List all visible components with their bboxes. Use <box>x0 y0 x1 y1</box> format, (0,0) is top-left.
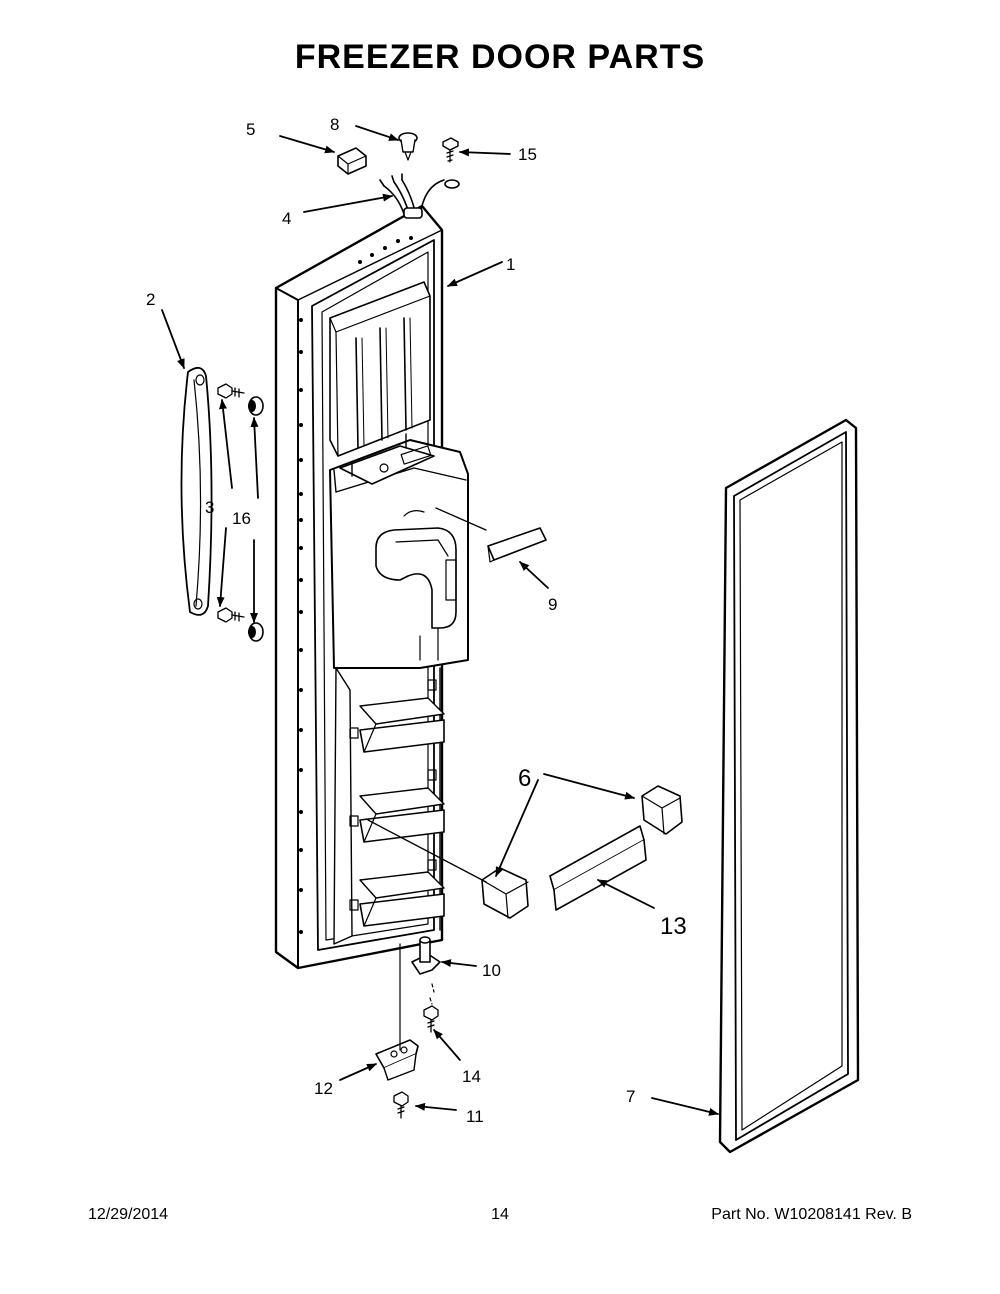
leader-lines <box>161 125 719 1116</box>
shelf-bar <box>549 825 647 911</box>
freezer-door-assembly <box>274 204 469 970</box>
lower-hinge-pin <box>411 936 441 1005</box>
callout-15: 15 <box>518 145 537 164</box>
callout-13: 13 <box>660 913 687 940</box>
callout-7: 7 <box>626 1087 635 1106</box>
door-gasket <box>718 418 860 1154</box>
callout-4: 4 <box>282 209 291 228</box>
wire-connector <box>337 147 367 175</box>
callout-3: 3 <box>205 498 214 517</box>
door-flange-screws <box>299 236 413 934</box>
callout-10: 10 <box>482 961 501 980</box>
screw-15 <box>442 137 459 163</box>
footer-date: 12/29/2014 <box>88 1206 169 1223</box>
wire-harness <box>379 173 460 219</box>
screw-11 <box>393 1091 409 1119</box>
callout-14: 14 <box>462 1067 481 1086</box>
callout-9: 9 <box>548 595 557 614</box>
handle-spacers <box>248 396 264 642</box>
door-handle <box>180 366 213 616</box>
callout-11: 11 <box>466 1107 484 1126</box>
screw-14 <box>423 1005 439 1033</box>
footer-page-number: 14 <box>491 1206 509 1223</box>
callout-2: 2 <box>146 290 155 309</box>
shelf-end-caps <box>481 785 683 919</box>
callout-12: 12 <box>314 1079 333 1098</box>
handle-screws <box>217 383 245 623</box>
callout-5: 5 <box>246 120 255 139</box>
callout-8: 8 <box>330 115 339 134</box>
lower-hinge-bracket <box>375 1039 419 1081</box>
callout-1: 1 <box>506 255 515 274</box>
callout-6: 6 <box>518 765 531 792</box>
dispenser-pad <box>487 527 547 563</box>
callout-labels: 1 2 3 4 5 6 7 8 9 10 11 12 13 14 15 16 <box>146 115 687 1126</box>
plug-button <box>398 132 418 161</box>
callout-16: 16 <box>232 509 251 528</box>
footer-part-number: Part No. W10208141 Rev. B <box>711 1206 912 1223</box>
page-title: FREEZER DOOR PARTS <box>294 38 706 76</box>
